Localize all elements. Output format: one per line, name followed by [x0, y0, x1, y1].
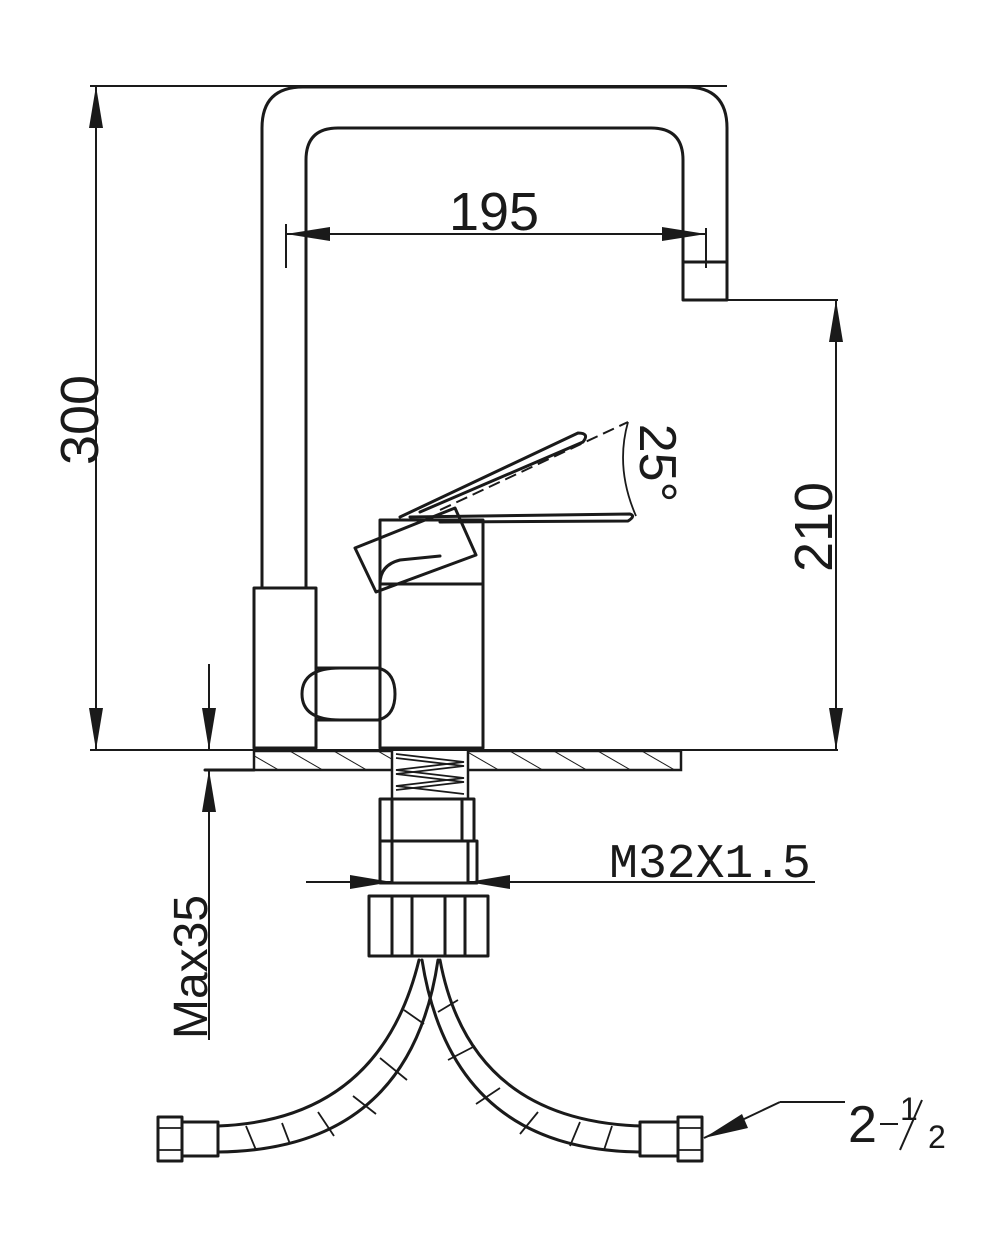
dimension-hose-thread: 2 1 2: [703, 1091, 946, 1155]
dimension-300-label: 300: [50, 375, 110, 465]
handle-lever: [353, 421, 637, 594]
spout: [260, 85, 729, 590]
dimension-210-label: 210: [784, 482, 844, 572]
max-thickness-label: Max35: [165, 895, 218, 1039]
flex-hose-right: [420, 958, 704, 1163]
threaded-shank: [390, 747, 470, 801]
flex-hose-left: [156, 958, 440, 1163]
dimension-210: 210: [727, 299, 844, 750]
thread-spec-label: M32X1.5: [609, 838, 811, 892]
lever-angle-label: 25°: [628, 424, 686, 503]
dimension-25-degree: 25°: [628, 424, 686, 503]
hose-thread-denominator: 2: [928, 1119, 946, 1155]
spout-base-block: [252, 586, 318, 750]
dimension-thread: M32X1.5: [306, 838, 815, 892]
dimension-195: 195: [285, 182, 707, 268]
dimension-max35: Max35: [165, 664, 218, 1040]
hose-thread-whole: 2: [848, 1096, 877, 1154]
cartridge-body: [378, 518, 485, 750]
hose-thread-numerator: 1: [900, 1091, 918, 1127]
dimension-300: 300: [50, 85, 838, 751]
dimension-195-label: 195: [449, 182, 539, 242]
mounting-nut: [367, 797, 490, 958]
connector-knob: [300, 666, 397, 722]
